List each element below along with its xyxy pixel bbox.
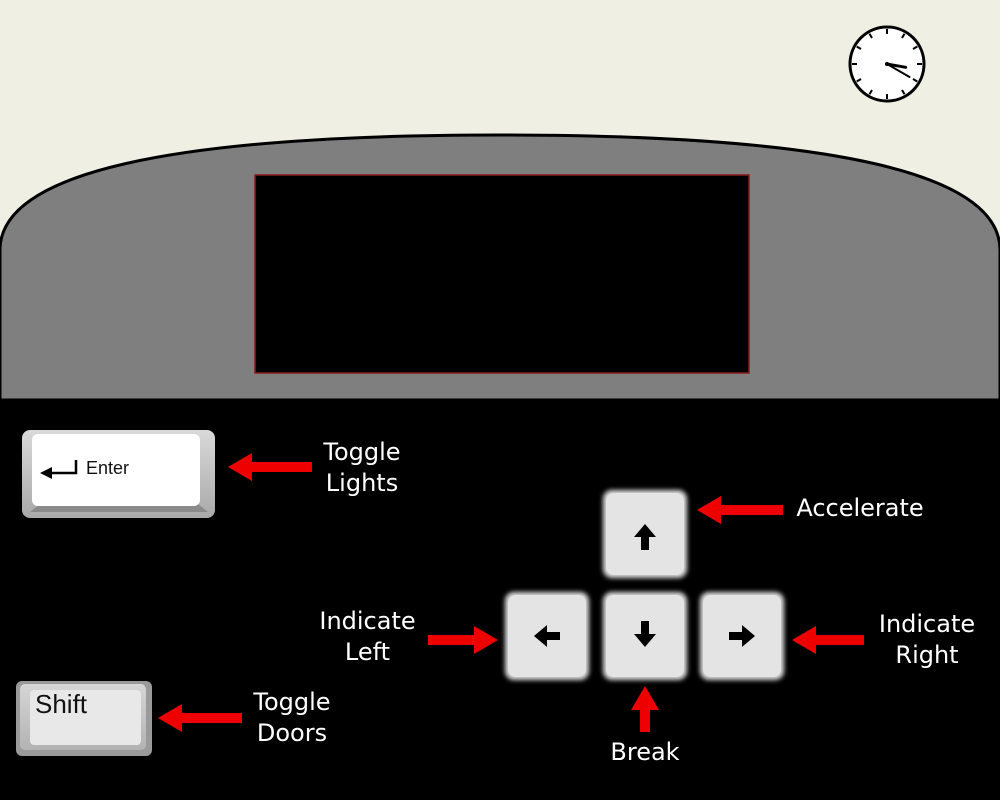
arrow-left-key[interactable] xyxy=(505,592,589,680)
left-pointer-arrow xyxy=(428,626,498,654)
arrow-down-key[interactable] xyxy=(603,592,687,680)
arrow-up-icon xyxy=(634,524,656,550)
up-pointer-arrow xyxy=(697,496,783,524)
accelerate-label: Accelerate xyxy=(796,494,924,522)
toggle-doors-label: Toggle Doors xyxy=(253,688,331,747)
clock-tick xyxy=(912,78,918,83)
down-pointer-arrow xyxy=(631,686,659,732)
clock-tick xyxy=(912,45,918,50)
clock-tick xyxy=(868,89,873,95)
clock-ticks xyxy=(852,29,922,99)
clock-tick xyxy=(901,33,906,39)
arrow-right-icon xyxy=(729,625,755,647)
break-label: Break xyxy=(610,738,680,766)
wall-clock xyxy=(848,25,926,103)
toggle-lights-label: Toggle Lights xyxy=(323,438,401,497)
arrow-up-key[interactable] xyxy=(603,490,687,578)
enter-key-label: Enter xyxy=(86,458,130,478)
indicate-left-label: Indicate Left xyxy=(319,607,416,666)
indicate-right-label: Indicate Right xyxy=(878,610,976,669)
clock-tick xyxy=(856,45,862,50)
clock-hour-hand xyxy=(885,62,908,69)
clock-center xyxy=(885,62,889,66)
arrow-down-icon xyxy=(634,621,656,647)
pointer-arrows xyxy=(158,453,864,732)
clock-tick xyxy=(868,33,873,39)
right-pointer-arrow xyxy=(792,626,864,654)
shift-key-label: Shift xyxy=(35,689,88,719)
clock-tick xyxy=(901,89,906,95)
shift-pointer-arrow xyxy=(158,704,242,732)
shift-key[interactable] xyxy=(16,681,152,756)
arrow-left-icon xyxy=(534,625,560,647)
clock-tick xyxy=(856,78,862,83)
arrow-right-key[interactable] xyxy=(700,592,784,680)
enter-pointer-arrow xyxy=(228,453,312,481)
return-icon xyxy=(40,460,78,479)
clock-minute-hand xyxy=(886,63,911,78)
enter-key[interactable] xyxy=(22,430,215,518)
dashboard-screen xyxy=(254,174,750,374)
